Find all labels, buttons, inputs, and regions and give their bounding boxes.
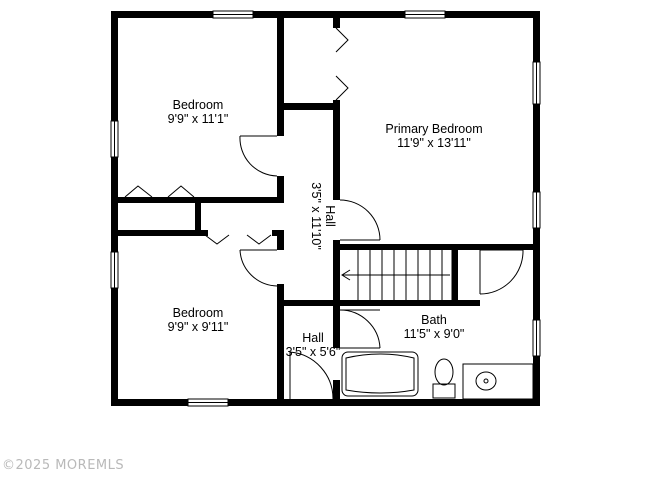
bathtub bbox=[341, 351, 419, 397]
watermark: ©2025 MOREMLS bbox=[2, 458, 125, 473]
room-name-primary-bedroom: Primary Bedroom bbox=[385, 122, 482, 136]
room-name-bath: Bath bbox=[421, 313, 447, 327]
room-labels: Bedroom 9'9" x 11'1" Primary Bedroom 11'… bbox=[168, 98, 483, 359]
interior-walls bbox=[118, 18, 533, 406]
stairs bbox=[341, 250, 453, 300]
hall-vertical-label: Hall 3'5" x 11'10" bbox=[309, 182, 337, 250]
room-name-bedroom-bottom: Bedroom bbox=[173, 306, 224, 320]
window-lines bbox=[114, 14, 537, 403]
room-name-bedroom-top: Bedroom bbox=[173, 98, 224, 112]
room-name-hall-vertical: Hall bbox=[323, 205, 337, 227]
room-dims-hall-small: 3'5" x 5'6" bbox=[286, 345, 341, 359]
room-dims-hall-vertical: 3'5" x 11'10" bbox=[309, 182, 323, 250]
vanity bbox=[462, 363, 534, 400]
toilet-tank bbox=[432, 383, 456, 399]
room-dims-primary-bedroom: 11'9" x 13'11" bbox=[397, 136, 471, 150]
room-dims-bath: 11'5" x 9'0" bbox=[404, 327, 465, 341]
room-name-hall-small: Hall bbox=[302, 331, 324, 345]
sink bbox=[475, 371, 497, 391]
closet-doors bbox=[124, 27, 349, 245]
room-dims-bedroom-top: 9'9" x 11'1" bbox=[168, 112, 229, 126]
bath-fixtures bbox=[341, 351, 534, 400]
toilet-bowl bbox=[434, 358, 454, 386]
swing-doors[interactable] bbox=[239, 135, 524, 400]
room-dims-bedroom-bottom: 9'9" x 9'11" bbox=[168, 320, 229, 334]
